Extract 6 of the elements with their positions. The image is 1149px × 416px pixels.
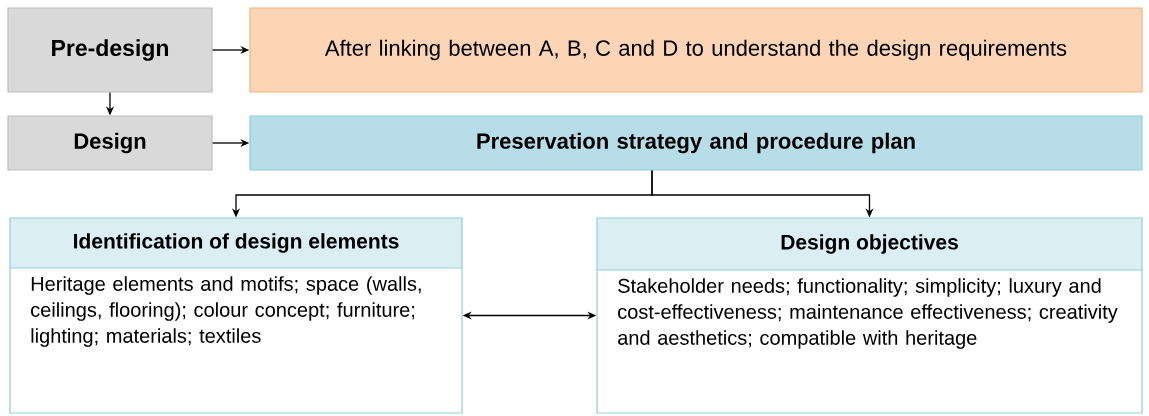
process-box: After linking between A, B, C and D to understand the design requirements (249, 7, 1143, 93)
process-box: Preservation strategy and procedure plan (249, 115, 1143, 171)
titled-box: Identification of design elements Heritage elements and motifs; space (walls, ceilings, flooring); colour concept; furniture; lighting; materials; textiles (9, 217, 463, 414)
process-box: Pre-design (7, 7, 213, 93)
process-box: Design (7, 115, 213, 171)
titled-box: Design objectives Stakeholder needs; functionality; simplicity; luxury and cost-effectiveness; maintenance effectiveness; creativity and aesthetics; compatible with heritage (596, 217, 1143, 414)
